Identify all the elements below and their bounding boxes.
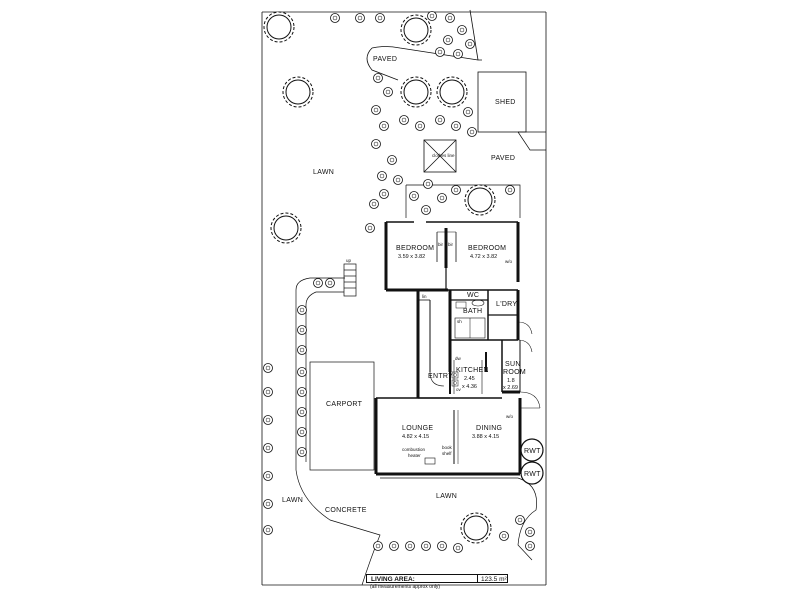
label-lawn-bottom-left: LAWN — [282, 497, 303, 504]
room-labels: PAVED SHED PAVED clothes line LAWN BEDRO… — [282, 56, 541, 514]
label-combustion-1: combustion — [402, 447, 426, 452]
label-bedroom-2: BEDROOM — [468, 245, 506, 252]
label-sun-dims-1: 1.8 — [507, 378, 515, 384]
label-combustion-2: heater — [408, 453, 421, 458]
label-wo-bedroom: w/o — [505, 259, 513, 264]
rainwater-tanks — [520, 438, 544, 485]
measurement-note: (all measurements approx only) — [370, 584, 441, 590]
living-area-value: 123.5 m² — [478, 574, 508, 583]
label-sh: sh — [457, 319, 462, 324]
label-clothes-line: clothes line — [432, 153, 455, 158]
label-bedroom-1: BEDROOM — [396, 245, 434, 252]
label-bedroom-2-dims: 4.72 x 3.82 — [470, 254, 497, 260]
living-area-row: LIVING AREA: 123.5 m² — [366, 574, 534, 584]
clothes-line-text: clothes line — [432, 153, 455, 158]
label-kitchen-dims-1: 2.45 — [464, 376, 475, 382]
label-wo-dining: w/o — [506, 414, 514, 419]
label-carport: CARPORT — [326, 401, 363, 408]
label-lounge-dims: 4.82 x 4.15 — [402, 434, 429, 440]
clothes-line — [423, 139, 457, 173]
side-path — [295, 263, 357, 470]
label-kitchen: KITCHEN — [456, 367, 489, 374]
living-area-legend: LIVING AREA: 123.5 m² (all measurements … — [366, 574, 534, 591]
label-paved-top: PAVED — [373, 56, 397, 63]
label-book-1: book — [442, 445, 453, 450]
site-boundary — [261, 11, 547, 586]
label-dw: dw — [455, 356, 462, 361]
label-wc: WC — [467, 292, 479, 299]
label-shed: SHED — [495, 99, 516, 106]
living-area-label: LIVING AREA: — [366, 574, 478, 583]
label-lin: lin — [422, 294, 427, 299]
garden-bed — [405, 184, 521, 218]
label-rwt-2: RWT — [524, 471, 541, 478]
paved-path — [366, 9, 482, 81]
label-kitchen-dims-2: x 4.36 — [462, 384, 477, 390]
label-bir-2: bir — [448, 242, 454, 247]
label-concrete: CONCRETE — [325, 507, 367, 514]
label-sun-room-2: ROOM — [503, 369, 526, 376]
label-lawn-bottom: LAWN — [436, 493, 457, 500]
label-up: up — [346, 258, 352, 263]
concrete-area — [295, 469, 537, 586]
paved-right-edge — [517, 131, 546, 151]
label-dining-dims: 3.88 x 4.15 — [472, 434, 499, 440]
label-paved-right: PAVED — [491, 155, 515, 162]
shed — [477, 71, 527, 133]
label-ldry: L'DRY — [496, 301, 517, 308]
label-ov: ov — [456, 387, 462, 392]
label-sun-dims-2: x 2.69 — [503, 385, 518, 391]
label-book-2: shelf — [442, 451, 452, 456]
label-sun-room-1: SUN — [505, 361, 521, 368]
label-lounge: LOUNGE — [402, 425, 433, 432]
label-bath: BATH — [463, 308, 482, 315]
label-bir-1: bir — [438, 242, 444, 247]
house-walls — [374, 221, 541, 476]
carport-outline — [309, 361, 375, 471]
label-bedroom-1-dims: 3.59 x 3.82 — [398, 254, 425, 260]
label-entry: ENTRY — [428, 373, 453, 380]
label-lawn-left: LAWN — [313, 169, 334, 176]
trees — [263, 11, 496, 544]
label-rwt-1: RWT — [524, 448, 541, 455]
label-dining: DINING — [476, 425, 502, 432]
